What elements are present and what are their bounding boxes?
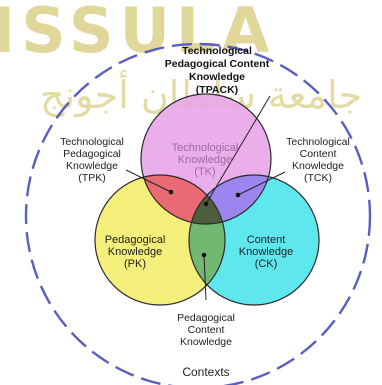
tpk-region <box>141 175 225 224</box>
svg-text:Knowledge: Knowledge <box>178 154 232 166</box>
svg-text:Pedagogical: Pedagogical <box>63 148 121 160</box>
pck-label: Pedagogical Content Knowledge <box>177 312 235 348</box>
svg-text:Knowledge: Knowledge <box>292 160 344 172</box>
tk-label: Technological Knowledge (TK) <box>172 142 239 178</box>
tck-label: Technological Content Knowledge (TCK) <box>286 136 350 184</box>
pk-outline <box>94 174 226 306</box>
svg-text:(CK): (CK) <box>255 258 278 270</box>
tpack-label: Technological Pedagogical Content Knowle… <box>165 45 270 96</box>
svg-text:Knowledge: Knowledge <box>108 246 162 258</box>
tpk-label: Technological Pedagogical Knowledge (TPK… <box>60 136 124 184</box>
ck-outline <box>188 174 320 306</box>
ck-label: Content Knowledge (CK) <box>239 234 293 270</box>
leader-dots <box>168 189 241 258</box>
svg-text:(PK): (PK) <box>124 258 146 270</box>
svg-text:(TPACK): (TPACK) <box>196 84 238 96</box>
svg-text:Knowledge: Knowledge <box>180 336 232 348</box>
svg-text:Technological: Technological <box>286 136 350 148</box>
svg-text:Technological: Technological <box>172 142 239 154</box>
contexts-circle <box>24 42 372 385</box>
svg-text:Knowledge: Knowledge <box>189 71 245 83</box>
svg-text:Content: Content <box>247 234 286 246</box>
svg-text:Pedagogical: Pedagogical <box>177 312 235 324</box>
svg-text:Content: Content <box>300 148 337 160</box>
tck-region <box>189 175 271 224</box>
svg-text:Knowledge: Knowledge <box>66 160 118 172</box>
tk-outline <box>140 93 272 225</box>
svg-text:Pedagogical: Pedagogical <box>105 234 166 246</box>
pk-label: Pedagogical Knowledge (PK) <box>105 234 166 270</box>
leader-lines <box>125 95 286 301</box>
svg-text:(TK): (TK) <box>194 166 215 178</box>
svg-text:Pedagogical Content: Pedagogical Content <box>165 58 270 70</box>
svg-text:(TPK): (TPK) <box>78 172 105 184</box>
svg-text:Content: Content <box>188 324 225 336</box>
contexts-label: Contexts <box>182 365 229 379</box>
svg-text:(TCK): (TCK) <box>304 172 332 184</box>
svg-text:Knowledge: Knowledge <box>239 246 293 258</box>
svg-text:Technological: Technological <box>182 45 252 57</box>
svg-text:Technological: Technological <box>60 136 124 148</box>
